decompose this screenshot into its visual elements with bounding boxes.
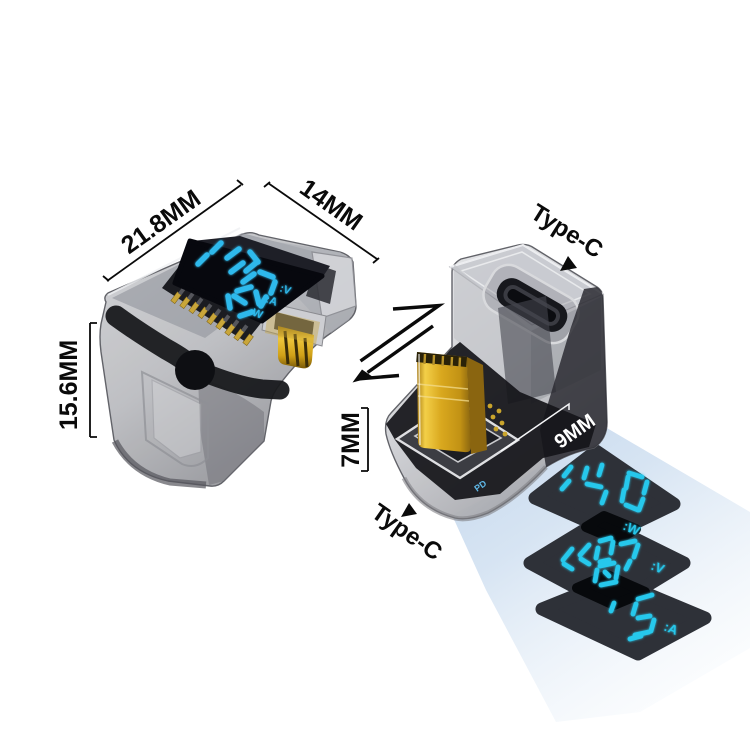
svg-text::W: :W	[247, 306, 265, 322]
svg-text::V: :V	[278, 283, 293, 298]
svg-text::A: :A	[662, 619, 681, 638]
svg-text::A: :A	[264, 294, 279, 309]
svg-text::W: :W	[621, 518, 643, 539]
svg-text:15.6MM: 15.6MM	[55, 340, 83, 430]
svg-text:7MM: 7MM	[337, 412, 365, 468]
svg-text::V: :V	[649, 558, 667, 577]
